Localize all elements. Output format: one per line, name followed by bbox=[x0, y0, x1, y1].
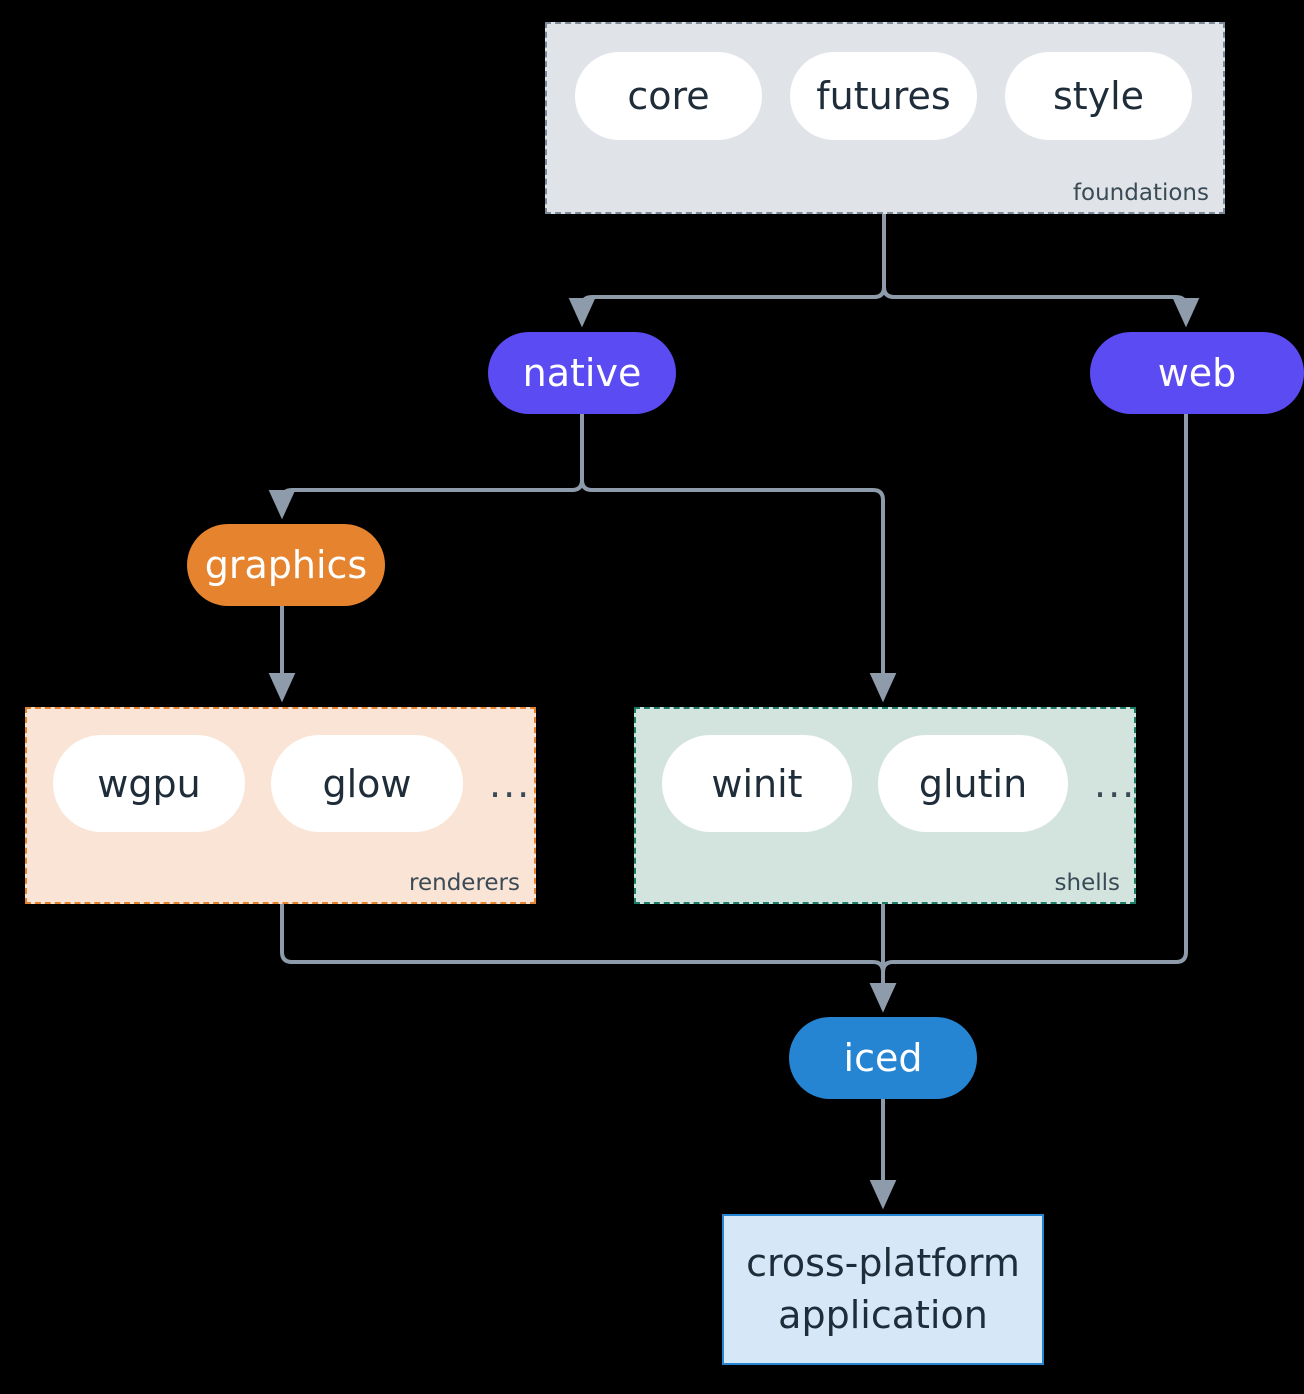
shells-ellipsis: ... bbox=[1094, 761, 1137, 806]
pill-glow[interactable]: glow bbox=[271, 735, 463, 832]
pill-winit-label: winit bbox=[711, 761, 803, 806]
pill-style[interactable]: style bbox=[1005, 52, 1192, 140]
node-iced[interactable]: iced bbox=[789, 1017, 977, 1099]
node-native-label: native bbox=[522, 351, 642, 395]
group-shells: winit glutin ... shells bbox=[634, 707, 1136, 904]
node-graphics[interactable]: graphics bbox=[187, 524, 385, 606]
pill-winit[interactable]: winit bbox=[662, 735, 852, 832]
node-web[interactable]: web bbox=[1090, 332, 1304, 414]
node-iced-label: iced bbox=[843, 1036, 923, 1080]
application-label-line1: cross-platform bbox=[746, 1241, 1020, 1286]
group-shells-label: shells bbox=[1054, 869, 1120, 896]
application-label-line2: application bbox=[778, 1292, 988, 1337]
group-foundations-label: foundations bbox=[1072, 179, 1209, 206]
node-web-label: web bbox=[1157, 351, 1237, 395]
group-foundations: core futures style foundations bbox=[545, 22, 1225, 214]
pill-wgpu-label: wgpu bbox=[97, 761, 201, 806]
group-renderers-label: renderers bbox=[409, 869, 520, 896]
pill-wgpu[interactable]: wgpu bbox=[53, 735, 245, 832]
pill-style-label: style bbox=[1052, 74, 1145, 118]
pill-core[interactable]: core bbox=[575, 52, 762, 140]
group-renderers: wgpu glow ... renderers bbox=[25, 707, 536, 904]
node-cross-platform-application[interactable]: cross-platform application bbox=[722, 1214, 1044, 1365]
edge-foundations-split bbox=[568, 214, 886, 328]
pill-futures-label: futures bbox=[816, 74, 951, 118]
node-graphics-label: graphics bbox=[204, 543, 368, 587]
pill-futures[interactable]: futures bbox=[790, 52, 977, 140]
shells-pill-list: winit glutin ... bbox=[636, 709, 1136, 832]
pill-glow-label: glow bbox=[322, 761, 412, 806]
pill-glutin-label: glutin bbox=[918, 761, 1028, 806]
edge-foundations-web bbox=[882, 214, 1200, 328]
pill-core-label: core bbox=[627, 74, 710, 118]
foundations-pill-list: core futures style bbox=[547, 24, 1192, 140]
node-native[interactable]: native bbox=[488, 332, 676, 414]
renderers-pill-list: wgpu glow ... bbox=[27, 709, 531, 832]
pill-glutin[interactable]: glutin bbox=[878, 735, 1068, 832]
edge-native-shells bbox=[580, 414, 897, 703]
edge-native-graphics bbox=[268, 414, 584, 520]
edge-renderers-iced bbox=[280, 904, 897, 1013]
renderers-ellipsis: ... bbox=[489, 761, 532, 806]
